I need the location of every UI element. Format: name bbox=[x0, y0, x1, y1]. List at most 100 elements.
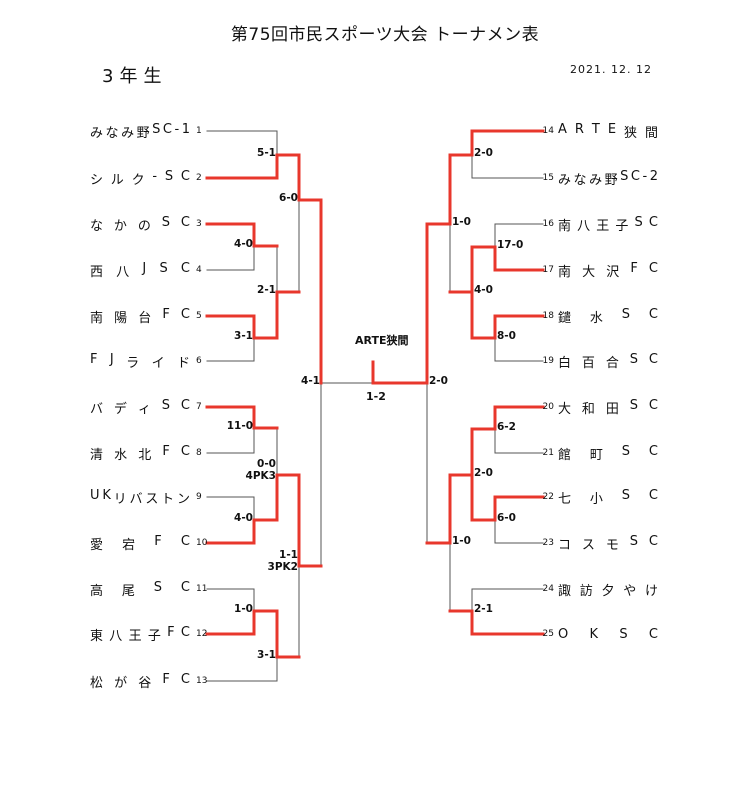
match-score: 6-0 bbox=[497, 512, 516, 524]
team-number: 12 bbox=[196, 629, 208, 639]
grade-label: 3年生 bbox=[102, 66, 168, 87]
match-score: 1-0 bbox=[452, 216, 471, 228]
match-score: 2-0 bbox=[474, 147, 493, 159]
final-score: 1-2 bbox=[366, 390, 386, 403]
match-score: 0-0 bbox=[257, 458, 276, 470]
match-score: 3-1 bbox=[234, 330, 253, 342]
match-score: 4-0 bbox=[234, 512, 253, 524]
page-title: 第75回市民スポーツ大会 トーナメン表 bbox=[230, 25, 540, 45]
match-score: 1-0 bbox=[234, 603, 253, 615]
team-number: 7 bbox=[196, 402, 202, 412]
team-number: 18 bbox=[542, 311, 554, 321]
team-number: 17 bbox=[542, 265, 554, 275]
team-number: 2 bbox=[196, 173, 202, 183]
match-score: 6-0 bbox=[279, 192, 298, 204]
team-number: 15 bbox=[542, 173, 554, 183]
team-number: 1 bbox=[196, 126, 202, 136]
match-score: 1-0 bbox=[452, 535, 471, 547]
team-number: 4 bbox=[196, 265, 202, 275]
team-number: 9 bbox=[196, 492, 202, 502]
match-score: 4-0 bbox=[474, 284, 493, 296]
date-label: 2021. 12. 12 bbox=[570, 63, 652, 76]
team-number: 14 bbox=[542, 126, 554, 136]
match-score: 2-0 bbox=[474, 467, 493, 479]
team-row: 24 諏訪夕やけ bbox=[540, 581, 658, 599]
match-score: 11-0 bbox=[226, 420, 253, 432]
team-number: 3 bbox=[196, 219, 202, 229]
match-score: 17-0 bbox=[497, 239, 524, 251]
match-score: 4-0 bbox=[234, 238, 253, 250]
team-number: 10 bbox=[196, 538, 208, 548]
match-score: 4PK3 bbox=[245, 470, 276, 482]
match-score: 8-0 bbox=[497, 330, 516, 342]
team-number: 19 bbox=[542, 356, 554, 366]
match-score: 2-1 bbox=[257, 284, 276, 296]
team-number: 23 bbox=[542, 538, 554, 548]
match-score: 6-2 bbox=[497, 421, 516, 433]
team-name: 諏訪夕やけ bbox=[558, 583, 658, 599]
champion-label: ARTE狭間 bbox=[355, 334, 409, 347]
match-score: 3PK2 bbox=[267, 561, 298, 573]
match-score: 2-0 bbox=[429, 375, 448, 387]
team-number: 11 bbox=[196, 584, 208, 594]
match-score: 5-1 bbox=[257, 147, 276, 159]
match-score: 1-1 bbox=[279, 549, 298, 561]
match-score: 2-1 bbox=[474, 603, 493, 615]
team-number: 20 bbox=[542, 402, 554, 412]
team-number: 6 bbox=[196, 356, 202, 366]
match-score: 3-1 bbox=[257, 649, 276, 661]
team-number: 8 bbox=[196, 448, 202, 458]
team-number: 24 bbox=[542, 584, 554, 594]
team-number: 16 bbox=[542, 219, 554, 229]
team-number: 5 bbox=[196, 311, 202, 321]
team-number: 21 bbox=[542, 448, 554, 458]
team-number: 25 bbox=[542, 629, 554, 639]
